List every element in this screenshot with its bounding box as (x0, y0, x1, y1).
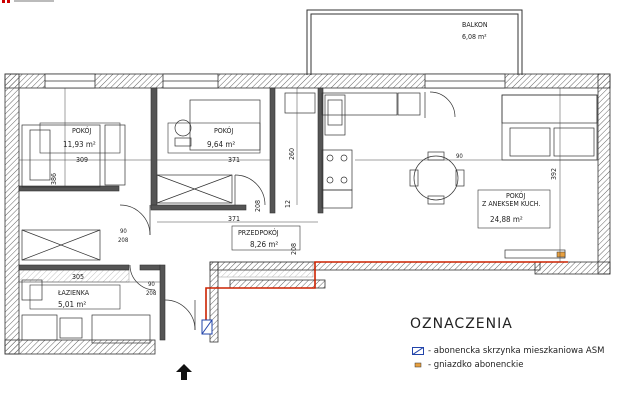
lazienka-area: 5,01 m² (58, 300, 86, 309)
legend-item-socket-text: - gniazdko abonenckie (428, 360, 524, 370)
dim-12: 12 (284, 200, 292, 208)
legend-item-socket: - gniazdko abonenckie (412, 360, 524, 370)
socket-icon (556, 251, 566, 258)
przedpokoj-dim: 371 (228, 215, 240, 223)
asm-legend-icon (412, 347, 424, 355)
legend-title: OZNACZENIA (410, 316, 513, 332)
salon-label-1: POKÓJ (506, 191, 525, 200)
windows (44, 73, 506, 89)
asm-box-icon (201, 319, 213, 335)
dim-208-v: 208 (254, 200, 262, 212)
furniture (21, 92, 598, 344)
interior-walls (18, 87, 324, 341)
door3-h: 208 (146, 290, 157, 297)
pokoj2-dim: 371 (228, 156, 240, 164)
salon-label-2: Z ANEKSEM KUCH. (482, 200, 540, 208)
dim-386: 386 (50, 173, 58, 185)
dim-90-b: 208 (290, 243, 298, 255)
salon-area: 24,88 m² (490, 215, 523, 224)
pokoj1-dim: 309 (76, 156, 88, 164)
przedpokoj-label: PRZEDPOKÓJ (238, 228, 279, 237)
entrance-arrow-icon (176, 364, 192, 380)
door-swings (119, 91, 456, 331)
pokoj1-label: POKÓJ (72, 126, 91, 135)
dim-260: 260 (288, 148, 296, 160)
balkon-label: BALKON (462, 21, 488, 29)
pokoj1-area: 11,93 m² (63, 140, 96, 149)
header-logo (2, 0, 54, 3)
lazienka-dim: 305 (72, 273, 84, 281)
balkon-area: 6,08 m² (462, 33, 487, 41)
pokoj2-label: POKÓJ (214, 126, 233, 135)
przedpokoj-area: 8,26 m² (250, 240, 278, 249)
legend-item-asm: - abonencka skrzynka mieszkaniowa ASM (412, 346, 604, 356)
balcony (306, 9, 523, 75)
outer-walls (4, 73, 611, 355)
door4-w: 90 (456, 153, 463, 160)
dimension-lines (19, 88, 598, 283)
door1-h: 208 (118, 237, 129, 244)
door3-w: 90 (148, 281, 155, 288)
door1-w: 90 (120, 228, 127, 235)
pokoj2-area: 9,64 m² (207, 140, 235, 149)
socket-legend-icon (414, 362, 422, 368)
legend-item-asm-text: - abonencka skrzynka mieszkaniowa ASM (428, 346, 605, 356)
red-line (205, 261, 568, 330)
lazienka-label: ŁAZIENKA (57, 289, 90, 297)
dim-392: 392 (550, 168, 558, 180)
